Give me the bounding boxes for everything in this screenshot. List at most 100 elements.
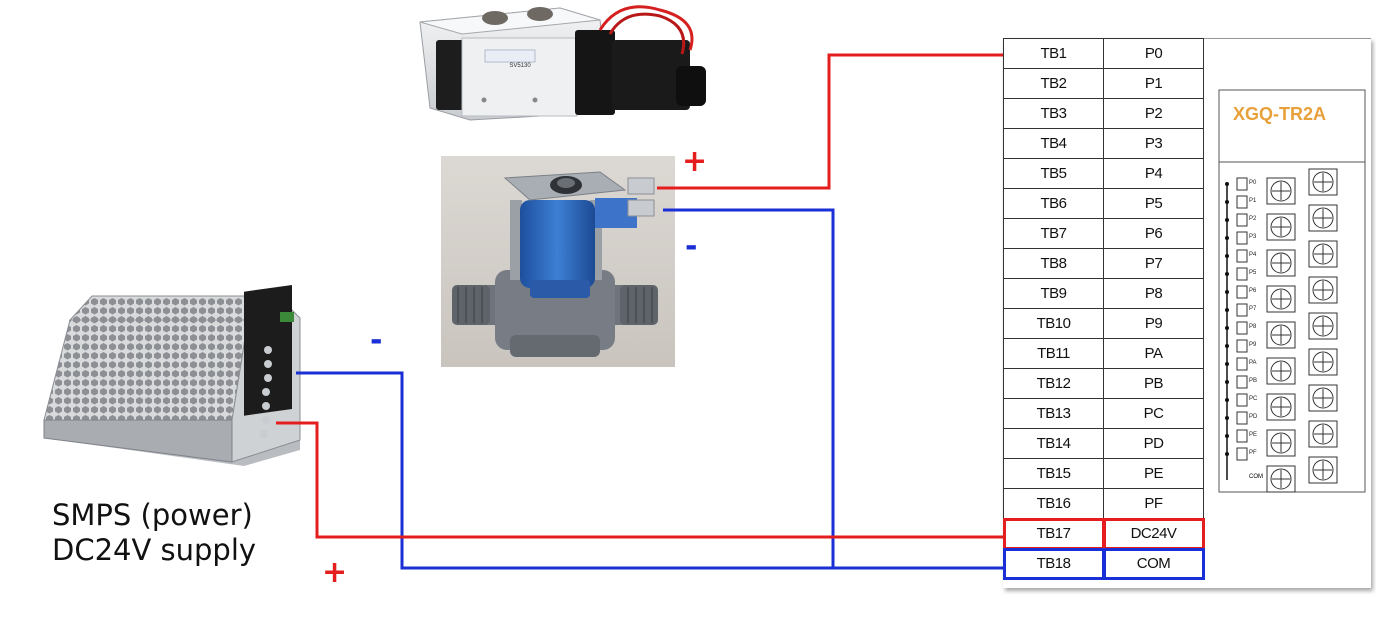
- output-relay-symbol: [1236, 303, 1248, 317]
- circuit-point-label: PD: [1249, 414, 1258, 420]
- wire-smps-negative-to-com: [296, 371, 1003, 570]
- module-name-label: XGQ-TR2A: [1233, 104, 1327, 124]
- output-relay-symbol: [1236, 249, 1248, 263]
- terminal-block-id: TB10: [1003, 308, 1104, 339]
- solenoid-water-valve-image: [441, 156, 675, 367]
- wire-valve-positive-to-p0: [657, 53, 1003, 190]
- output-relay-symbol: [1236, 357, 1248, 371]
- output-point: COM: [1102, 547, 1205, 580]
- output-relay-symbol: [1236, 267, 1248, 281]
- output-point: P5: [1103, 188, 1204, 219]
- wire-smps-positive-to-dc24v: [276, 421, 1003, 539]
- screw-head: [1270, 432, 1292, 454]
- circuit-point-label: P6: [1249, 288, 1257, 294]
- output-relay-symbol: [1236, 429, 1248, 443]
- smps-power-supply-image: [43, 284, 301, 466]
- output-relay-symbol: [1236, 393, 1248, 407]
- output-relay-symbol: [1236, 177, 1248, 191]
- terminal-block-id: TB3: [1003, 98, 1104, 129]
- terminal-block-id: TB16: [1003, 488, 1104, 519]
- smps-positive-mark: +: [322, 555, 348, 590]
- output-relay-symbol: [1236, 285, 1248, 299]
- circuit-point-label: PA: [1249, 360, 1257, 366]
- terminal-block-id: TB5: [1003, 158, 1104, 189]
- pneumatic-valve-image: SV5130: [419, 5, 706, 121]
- output-relay-symbol: [1236, 411, 1248, 425]
- output-point: PD: [1103, 428, 1204, 459]
- terminal-block-id: TB2: [1003, 68, 1104, 99]
- screw-head: [1270, 252, 1292, 274]
- circuit-com-label: COM: [1249, 474, 1263, 480]
- output-point: P0: [1103, 38, 1204, 69]
- smps-caption: SMPS (power) DC24V supply: [52, 498, 256, 568]
- circuit-point-label: P2: [1249, 216, 1257, 222]
- terminal-block-id: TB12: [1003, 368, 1104, 399]
- circuit-point-label: PF: [1249, 450, 1257, 456]
- terminal-block-id: TB13: [1003, 398, 1104, 429]
- output-point: PB: [1103, 368, 1204, 399]
- terminal-block-id: TB18: [1002, 547, 1105, 580]
- screw-head: [1270, 180, 1292, 202]
- output-point: DC24V: [1102, 517, 1205, 550]
- terminal-block-id: TB11: [1003, 338, 1104, 369]
- output-relay-symbol: [1236, 213, 1248, 227]
- terminal-block-id: TB7: [1003, 218, 1104, 249]
- terminal-block-id: TB1: [1003, 38, 1104, 69]
- output-point: P3: [1103, 128, 1204, 159]
- output-point: P8: [1103, 278, 1204, 309]
- output-point: PA: [1103, 338, 1204, 369]
- wire-valve-negative-to-com: [663, 208, 835, 568]
- terminal-block-id: TB6: [1003, 188, 1104, 219]
- output-point: P6: [1103, 218, 1204, 249]
- circuit-point-label: P0: [1249, 180, 1257, 186]
- screw-head: [1312, 171, 1334, 193]
- circuit-point-label: PB: [1249, 378, 1257, 384]
- screw-head: [1312, 387, 1334, 409]
- smps-caption-line1: SMPS (power): [52, 498, 253, 532]
- screw-head: [1270, 216, 1292, 238]
- circuit-point-label: P8: [1249, 324, 1257, 330]
- circuit-point-label: P1: [1249, 198, 1257, 204]
- screw-head: [1270, 324, 1292, 346]
- valve-model-label: SV5130: [509, 63, 531, 69]
- terminal-block-id: TB9: [1003, 278, 1104, 309]
- smps-caption-line2: DC24V supply: [52, 533, 257, 567]
- terminal-block-id: TB17: [1002, 517, 1105, 550]
- terminal-block-id: TB8: [1003, 248, 1104, 279]
- terminal-block-id: TB4: [1003, 128, 1104, 159]
- output-point: P4: [1103, 158, 1204, 189]
- output-relay-symbol: [1236, 321, 1248, 335]
- output-relay-symbol: [1236, 375, 1248, 389]
- screw-head: [1270, 288, 1292, 310]
- output-point: P2: [1103, 98, 1204, 129]
- output-point: P7: [1103, 248, 1204, 279]
- smps-negative-mark: -: [370, 323, 383, 358]
- circuit-point-label: P9: [1249, 342, 1257, 348]
- screw-head: [1312, 207, 1334, 229]
- screw-head: [1312, 423, 1334, 445]
- screw-head: [1270, 360, 1292, 382]
- terminal-block-id: TB14: [1003, 428, 1104, 459]
- output-relay-symbol: [1236, 339, 1248, 353]
- output-point: PF: [1103, 488, 1204, 519]
- circuit-point-label: P3: [1249, 234, 1257, 240]
- circuit-point-label: PE: [1249, 432, 1257, 438]
- screw-head: [1312, 459, 1334, 481]
- circuit-point-label: P7: [1249, 306, 1257, 312]
